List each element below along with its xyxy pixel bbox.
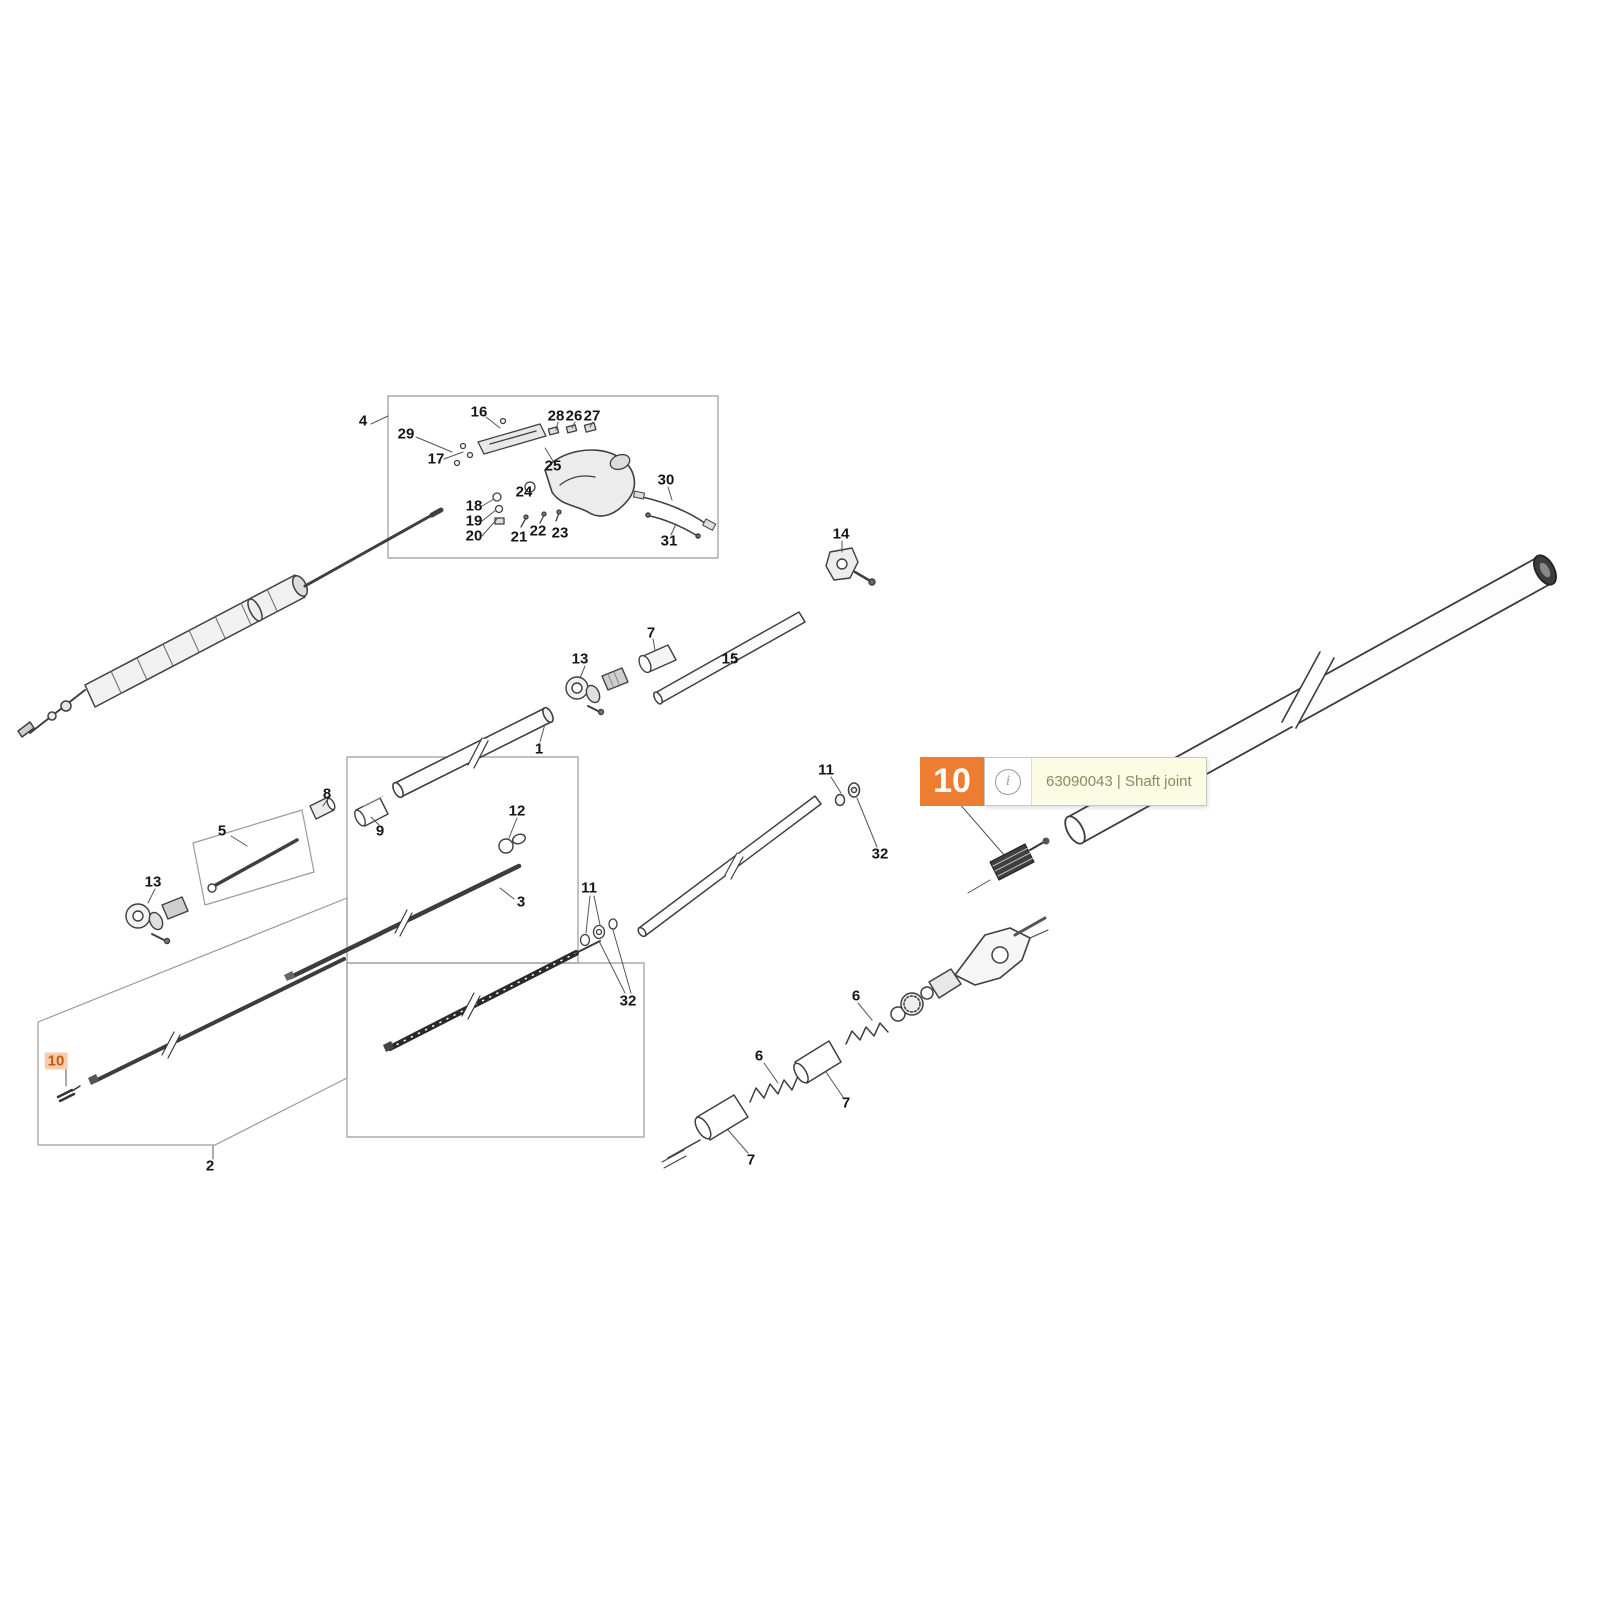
callout-24-8[interactable]: 24: [515, 483, 533, 501]
callout-26-5[interactable]: 26: [565, 407, 583, 425]
part-sleeve-upper: [638, 644, 677, 674]
callout-11-30[interactable]: 11: [581, 879, 597, 897]
part-clamp: [825, 547, 876, 586]
callout-13-28[interactable]: 13: [144, 873, 162, 891]
callout-7-37[interactable]: 7: [746, 1151, 756, 1169]
part-shaft-2: [88, 957, 346, 1085]
callout-20-11[interactable]: 20: [465, 527, 483, 545]
part-tube-11-32: [637, 782, 861, 938]
part-tube-15: [653, 611, 806, 705]
part-throttle-cable: [632, 490, 717, 539]
part-coupler-upper: [565, 667, 629, 716]
part-tube-1: [392, 706, 554, 799]
info-icon-glyph: i: [995, 768, 1021, 795]
part-tooltip: 10 i 63090043 | Shaft joint: [920, 757, 1207, 806]
part-washers-middle: [579, 918, 618, 947]
callout-29-1[interactable]: 29: [397, 425, 415, 443]
callout-18-9[interactable]: 18: [465, 497, 483, 515]
callout-8-22[interactable]: 8: [322, 785, 332, 803]
callout-19-10[interactable]: 19: [465, 512, 483, 530]
part-ball-washer-12: [498, 833, 526, 854]
info-icon[interactable]: i: [985, 758, 1031, 805]
callout-11-26[interactable]: 11: [818, 761, 834, 779]
tooltip-part-number: 10: [920, 757, 984, 806]
part-rod-5: [207, 838, 299, 893]
part-shaft-joint-small: [56, 1085, 81, 1103]
callout-7-36[interactable]: 7: [841, 1094, 851, 1112]
callout-7-19[interactable]: 7: [646, 624, 656, 642]
callout-16-2[interactable]: 16: [470, 403, 488, 421]
part-handle-assembly: [453, 417, 636, 528]
callout-2-33[interactable]: 2: [205, 1157, 215, 1175]
callout-27-6[interactable]: 27: [583, 407, 601, 425]
tooltip-body: i 63090043 | Shaft joint: [984, 757, 1207, 806]
callout-6-34[interactable]: 6: [851, 987, 861, 1005]
callout-5-24[interactable]: 5: [217, 822, 227, 840]
callout-28-4[interactable]: 28: [547, 407, 565, 425]
part-ring-8: [309, 796, 336, 820]
callout-32-31[interactable]: 32: [619, 992, 637, 1010]
callout-21-12[interactable]: 21: [510, 528, 528, 546]
callout-14-17[interactable]: 14: [832, 525, 850, 543]
tooltip-part-description: 63090043 | Shaft joint: [1031, 758, 1206, 805]
part-shaft-joint-right: [957, 801, 1050, 894]
callout-6-35[interactable]: 6: [754, 1047, 764, 1065]
part-drive-assembly: [661, 916, 1049, 1169]
callout-9-23[interactable]: 9: [375, 822, 385, 840]
callout-22-13[interactable]: 22: [529, 522, 547, 540]
part-spline-shaft: [383, 940, 601, 1052]
callout-3-29[interactable]: 3: [516, 893, 526, 911]
part-coupler-lower: [125, 896, 189, 945]
leader-lines: [65, 415, 878, 1160]
callout-30-15[interactable]: 30: [657, 471, 675, 489]
callout-25-7[interactable]: 25: [544, 457, 562, 475]
callout-1-21[interactable]: 1: [534, 740, 544, 758]
callout-31-16[interactable]: 31: [660, 532, 678, 550]
callout-32-27[interactable]: 32: [871, 845, 889, 863]
callout-4-0[interactable]: 4: [358, 412, 368, 430]
callout-17-3[interactable]: 17: [427, 450, 445, 468]
callout-12-25[interactable]: 12: [508, 802, 526, 820]
callout-13-18[interactable]: 13: [571, 650, 589, 668]
callout-15-20[interactable]: 15: [721, 650, 739, 668]
callout-10-32[interactable]: 10: [44, 1052, 68, 1070]
part-shaft-3: [284, 863, 522, 981]
part-cylinder-9: [354, 795, 389, 827]
callout-23-14[interactable]: 23: [551, 524, 569, 542]
part-telescopic-pole: [17, 507, 444, 738]
